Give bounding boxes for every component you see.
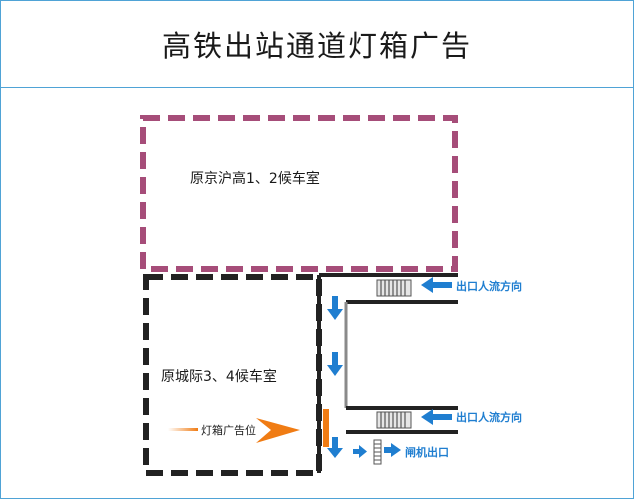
page-title: 高铁出站通道灯箱广告 <box>161 29 472 63</box>
exit-flow-arrow-top <box>421 277 452 293</box>
exit-flow-label-top: 出口人流方向 <box>456 279 522 293</box>
upper-turnstile-grill <box>376 279 412 297</box>
title-bar: 高铁出站通道灯箱广告 <box>1 1 633 88</box>
exit-flow-arrow-bottom <box>421 409 452 425</box>
lower-waiting-room <box>143 274 322 476</box>
lower-turnstile-grill <box>376 411 412 429</box>
down-arrow-middle <box>327 352 343 376</box>
gate-arrow-right <box>384 443 401 457</box>
gate-exit-label: 闸机出口 <box>405 445 449 459</box>
gate-machine <box>373 439 382 465</box>
lightbox-pointer-arrow <box>256 418 300 443</box>
down-arrow-upper <box>327 296 343 320</box>
lower-room-label: 原城际3、4候车室 <box>161 368 277 385</box>
down-arrow-lower <box>327 437 343 458</box>
lightbox-pointer-tail <box>168 428 198 431</box>
gate-arrow-left <box>353 445 367 458</box>
lightbox-label: 灯箱广告位 <box>201 423 256 437</box>
upper-waiting-room <box>140 115 458 272</box>
exit-flow-label-bottom: 出口人流方向 <box>456 410 522 424</box>
lightbox-ad-panel <box>323 409 329 447</box>
upper-room-label: 原京沪高1、2候车室 <box>190 170 320 187</box>
